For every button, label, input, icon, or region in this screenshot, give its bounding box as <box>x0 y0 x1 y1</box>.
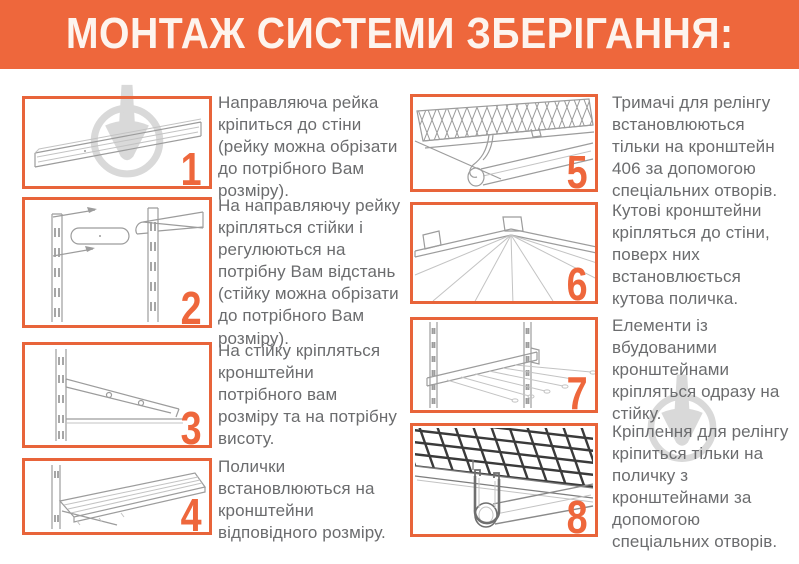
step-caption: Елементи із вбудованими кронштейнами крі… <box>612 316 780 424</box>
step-caption: Полички встановлюються на кронштейни від… <box>218 457 386 543</box>
header-banner: МОНТАЖ СИСТЕМИ ЗБЕРІГАННЯ: <box>0 0 799 69</box>
corner-shelf-illustration <box>414 216 595 301</box>
step-number: 1 <box>181 143 202 195</box>
step-number: 7 <box>567 367 588 419</box>
step-number: 8 <box>567 491 588 543</box>
page-title: МОНТАЖ СИСТЕМИ ЗБЕРІГАННЯ: <box>65 10 734 58</box>
trowel-logo-watermark-icon <box>647 374 717 462</box>
uprights-on-rail-illustration <box>51 207 204 322</box>
shelf-on-brackets-illustration <box>51 465 207 529</box>
step-number: 3 <box>181 402 202 454</box>
step-caption: На стійку кріпляться кронштейни потрібно… <box>218 341 397 449</box>
step-number: 4 <box>181 489 202 541</box>
step-caption: Тримачі для релінгу встановлюються тільк… <box>612 93 778 201</box>
bracket-on-upright-illustration <box>55 349 187 441</box>
step-caption: Кутові кронштейни кріпляться до стіни, п… <box>612 201 770 309</box>
step-number: 5 <box>567 146 588 198</box>
step-6-illustration-box: 6 <box>410 202 598 310</box>
built-in-bracket-element-illustration <box>426 322 595 408</box>
step-number: 2 <box>181 282 202 334</box>
step-3-illustration-box: 3 <box>22 342 212 454</box>
step-1-illustration-box: 1 <box>22 96 212 195</box>
step-caption: На направляючу рейку кріпляться стійки і… <box>218 196 401 348</box>
step-4-illustration-box: 4 <box>22 458 212 541</box>
step-caption: Кріплення для релінгу кріпиться тільки н… <box>612 422 789 552</box>
step-2-illustration-box: 2 <box>22 197 212 334</box>
step-8-illustration-box: 8 <box>410 423 598 543</box>
step-5-illustration-box: 5 <box>410 94 598 198</box>
wall-rail-illustration <box>34 118 202 168</box>
step-number: 6 <box>567 258 588 310</box>
railing-mount-on-shelf-illustration <box>414 428 594 528</box>
railing-holder-on-bracket-illustration <box>414 98 595 187</box>
step-caption: Направляюча рейка кріпиться до стіни (ре… <box>218 93 398 201</box>
step-7-illustration-box: 7 <box>410 317 598 419</box>
